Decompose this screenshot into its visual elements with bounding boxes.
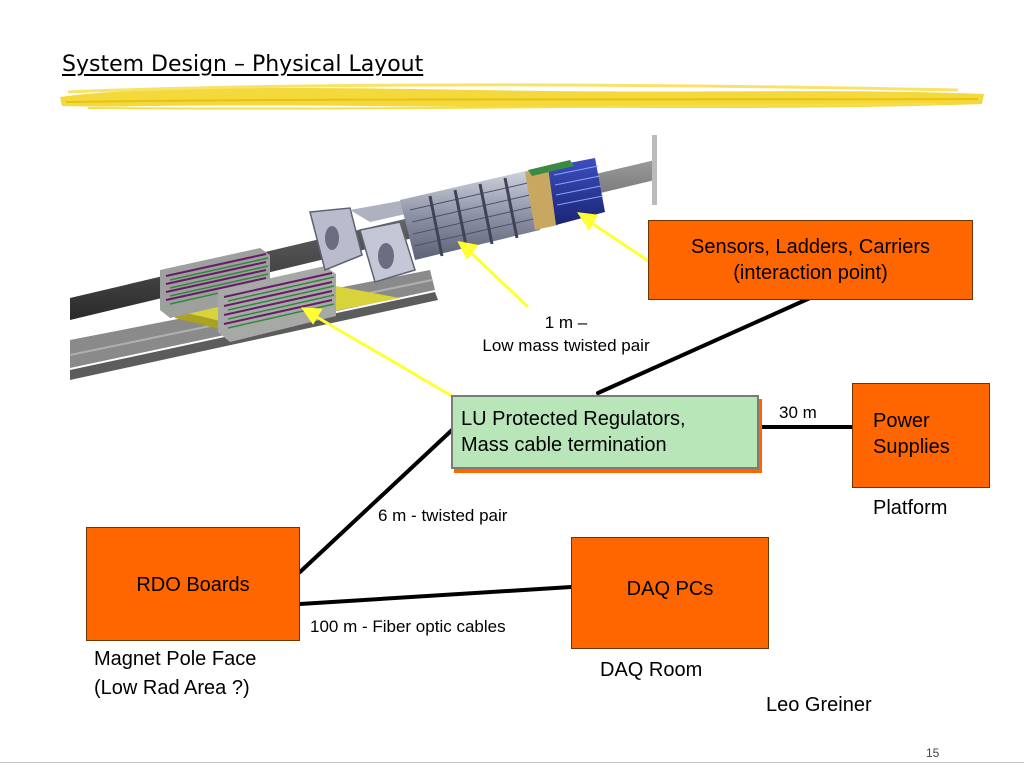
- sensors-ladders-carriers-box: Sensors, Ladders, Carriers (interaction …: [648, 220, 973, 300]
- lu-box-label: LU Protected Regulators, Mass cable term…: [461, 408, 686, 456]
- yellow-arrow-regulators: [301, 307, 453, 398]
- power-link-label: 30 m: [779, 403, 817, 422]
- footer-divider: [0, 762, 1024, 763]
- slide-title: System Design – Physical Layout: [62, 52, 424, 77]
- sensors-box-label: Sensors, Ladders, Carriers (interaction …: [691, 236, 930, 284]
- yellow-arrow-sensors: [577, 212, 651, 264]
- connector-rdo-to-lu: [298, 428, 454, 574]
- connector-rdo-to-daq: [298, 585, 573, 606]
- author-name: Leo Greiner: [766, 694, 872, 716]
- lu-regulators-box: LU Protected Regulators, Mass cable term…: [451, 395, 759, 469]
- detector-assembly-icon: [70, 135, 657, 380]
- rdo-boards-box: RDO Boards: [86, 527, 300, 641]
- yellow-arrow-low-mass: [457, 240, 530, 309]
- rdo-box-label: RDO Boards: [136, 574, 250, 596]
- power-supplies-box: Power Supplies: [852, 383, 990, 488]
- magnet-pole-face-location-label: Magnet Pole Face (Low Rad Area ?): [94, 648, 257, 699]
- daq-box-label: DAQ PCs: [626, 578, 714, 600]
- fiber-link-label: 100 m - Fiber optic cables: [310, 617, 506, 636]
- power-box-label: Power Supplies: [873, 410, 950, 458]
- twisted-pair-link-label: 6 m - twisted pair: [378, 506, 508, 525]
- connector-sensors-to-lu: [596, 296, 812, 395]
- title-brush-underline: [60, 83, 984, 110]
- daq-pcs-box: DAQ PCs: [571, 537, 769, 649]
- page-number: 15: [926, 746, 940, 760]
- platform-location-label: Platform: [873, 497, 948, 519]
- low-mass-link-label: 1 m – Low mass twisted pair: [482, 313, 650, 355]
- daq-room-location-label: DAQ Room: [600, 659, 703, 681]
